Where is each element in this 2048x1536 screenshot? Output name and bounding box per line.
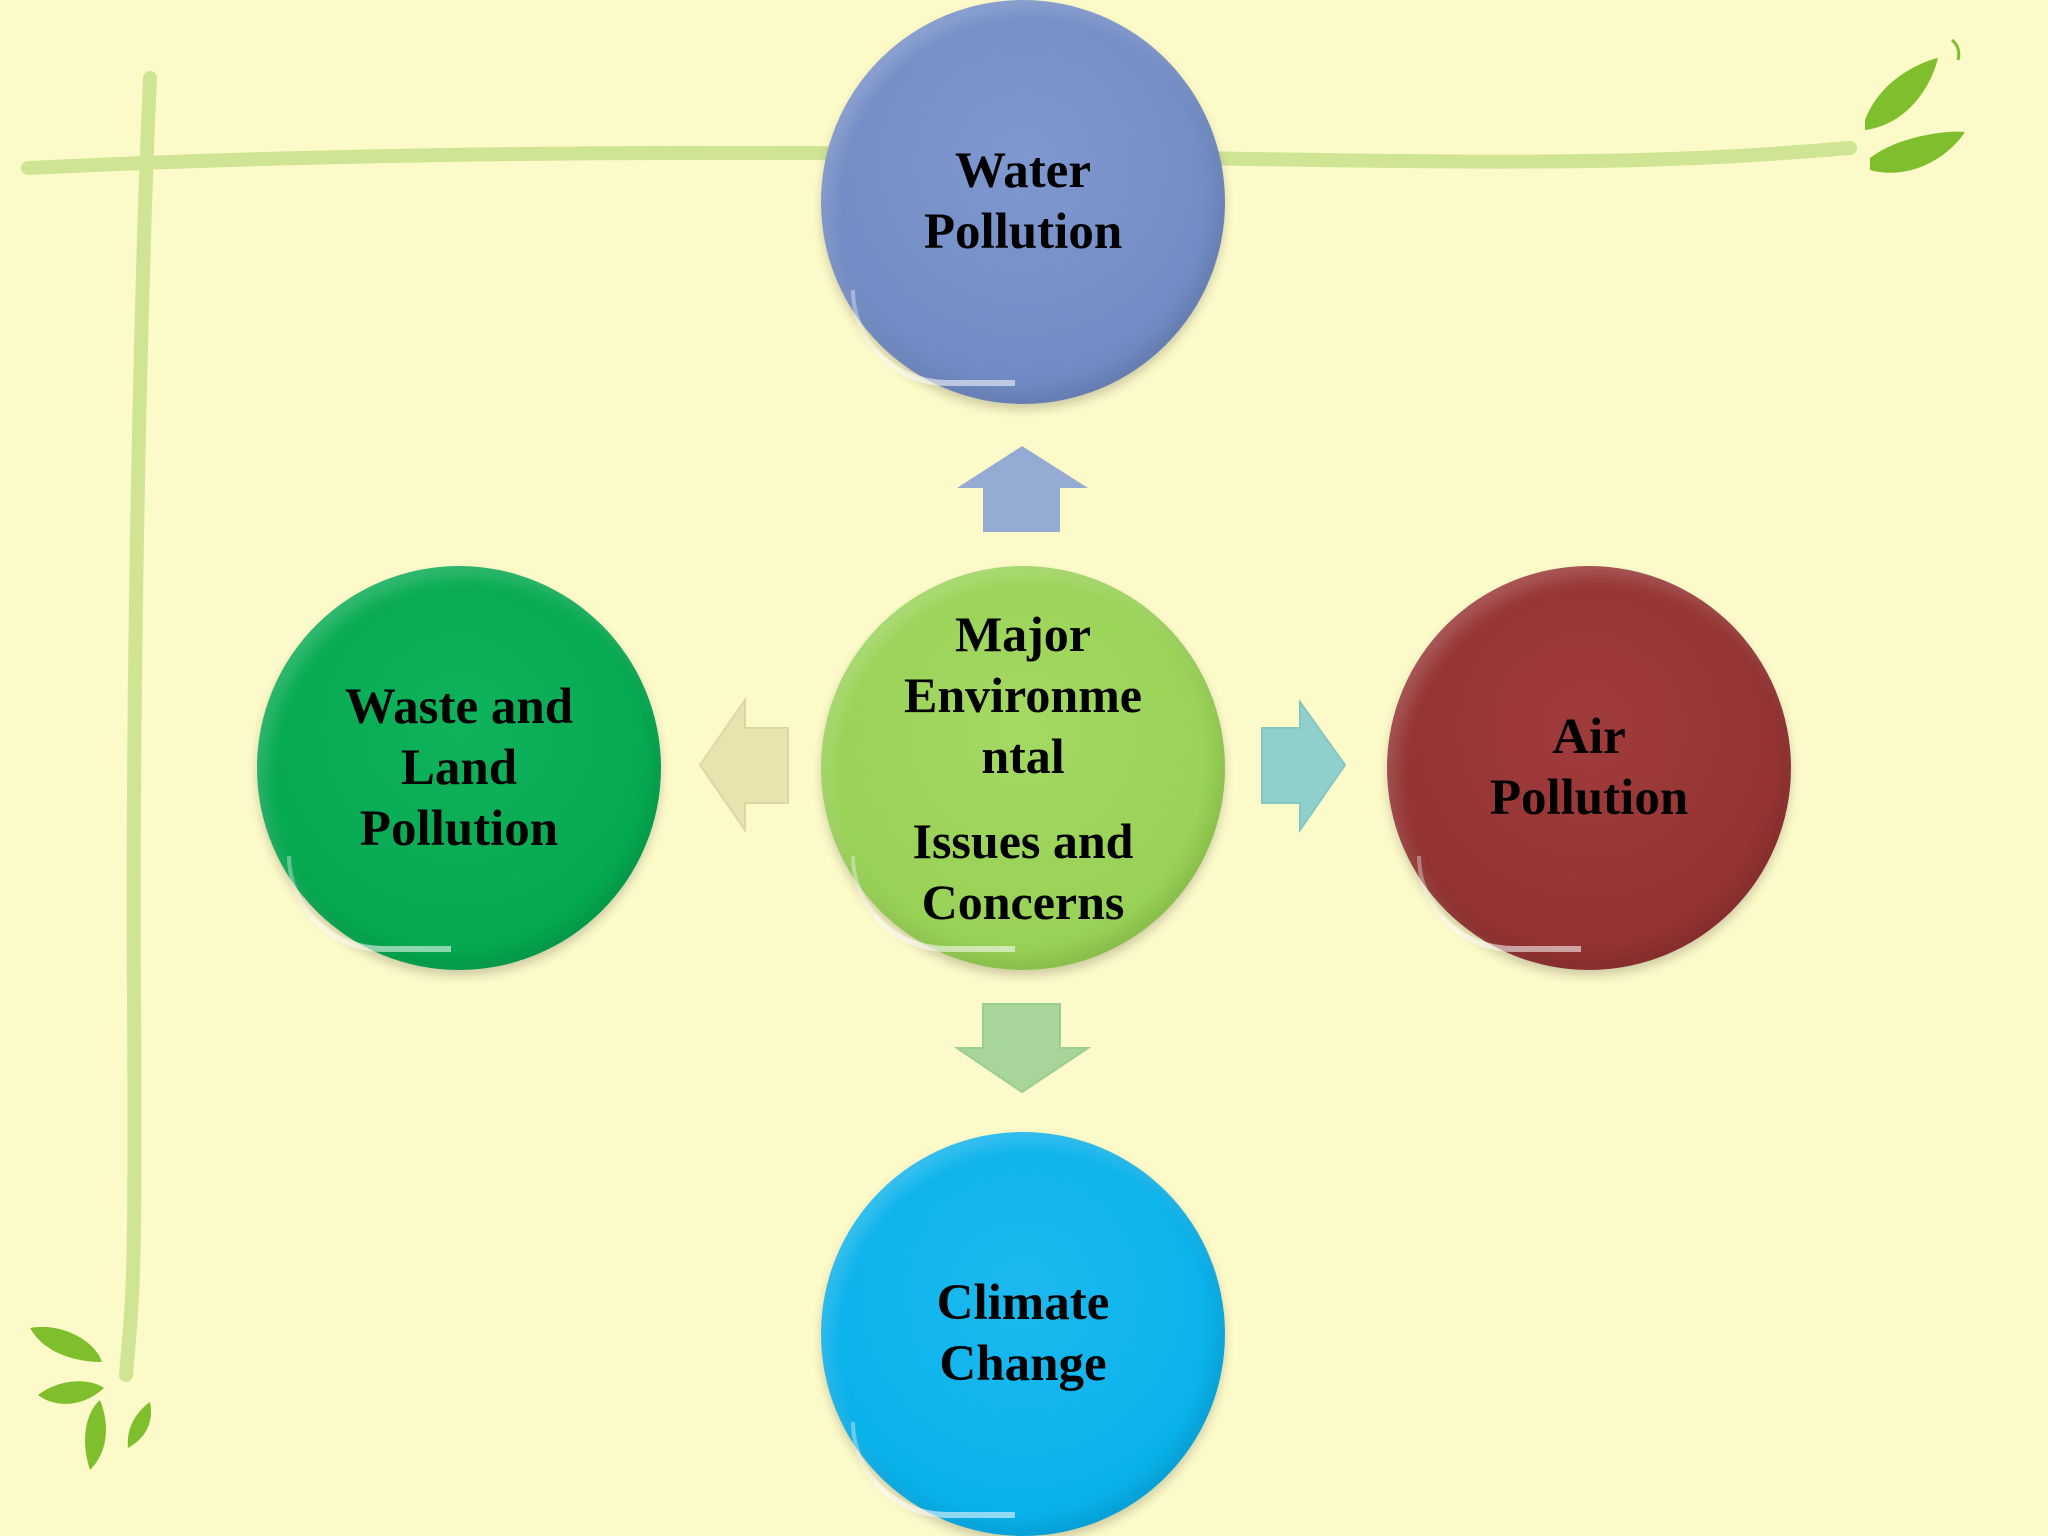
central-topic-node: Major Environme ntal Issues and Concerns (821, 566, 1225, 970)
climate-change-node: Climate Change (821, 1132, 1225, 1536)
vine-vertical (119, 71, 157, 1382)
leaf-icon-top-right (1865, 38, 1965, 173)
leaf-icon-bottom-left (30, 1326, 152, 1470)
waste-land-pollution-node: Waste and Land Pollution (257, 566, 661, 970)
arrow-right-icon (1261, 698, 1347, 834)
central-topic-subtitle: Issues and Concerns (912, 812, 1134, 930)
waste-land-pollution-label: Waste and Land Pollution (344, 678, 574, 857)
arrow-down-icon (953, 1003, 1092, 1094)
air-pollution-label: Air Pollution (1489, 709, 1689, 826)
water-pollution-node: Water Pollution (821, 0, 1225, 404)
air-pollution-node: Air Pollution (1387, 566, 1791, 970)
arrow-left-icon (698, 696, 789, 834)
arrow-up-icon (957, 446, 1088, 532)
climate-change-label: Climate Change (936, 1275, 1110, 1392)
water-pollution-label: Water Pollution (923, 143, 1123, 260)
central-topic-title: Major Environme ntal (904, 605, 1142, 784)
